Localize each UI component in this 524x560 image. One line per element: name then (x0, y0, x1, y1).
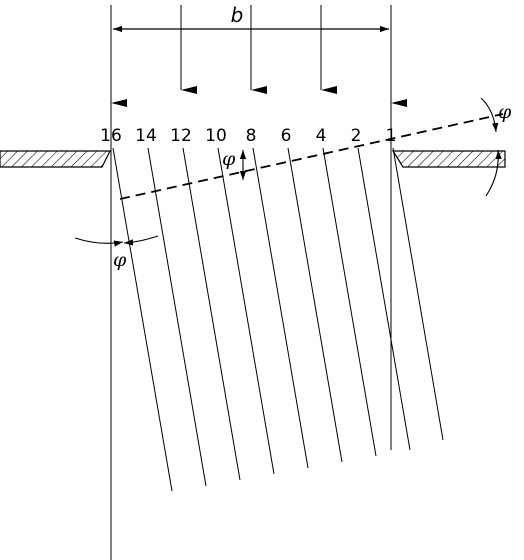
dimension-b-label: b (231, 3, 244, 27)
angle-arc-lower-left (74, 237, 124, 247)
refracted-ray-6 (287, 147, 343, 463)
right-hatched-plate (391, 150, 506, 168)
refracted-ray-1 (392, 147, 444, 441)
refracted-ray-16 (112, 147, 173, 492)
angle-phi-upper-right: φ (498, 101, 512, 123)
angle-arc-upper-right (480, 97, 499, 133)
tilted-wavefront-dashed (119, 113, 504, 200)
left-hatched-plate (0, 150, 111, 168)
refracted-ray-14 (147, 147, 207, 487)
ray-label-4: 4 (316, 126, 327, 146)
angle-arc-upper-right-b (485, 149, 502, 197)
ray-label-12: 12 (170, 126, 192, 146)
refracted-ray-4 (322, 147, 377, 457)
angle-phi-lower-left: φ (113, 249, 127, 271)
angle-phi-center: φ (222, 148, 236, 170)
ray-label-1: 1 (386, 126, 397, 146)
ray-label-10: 10 (205, 126, 227, 146)
refracted-ray-8 (252, 147, 309, 469)
ray-label-6: 6 (281, 126, 292, 146)
angle-arc-lower-left-b (123, 235, 159, 246)
ray-label-8: 8 (246, 126, 257, 146)
refracted-ray-2 (357, 147, 411, 451)
refracted-ray-10 (217, 147, 275, 475)
ray-label-16: 16 (100, 126, 122, 146)
ray-label-14: 14 (135, 126, 157, 146)
ray-label-2: 2 (351, 126, 362, 146)
refracted-ray-12 (182, 147, 241, 481)
